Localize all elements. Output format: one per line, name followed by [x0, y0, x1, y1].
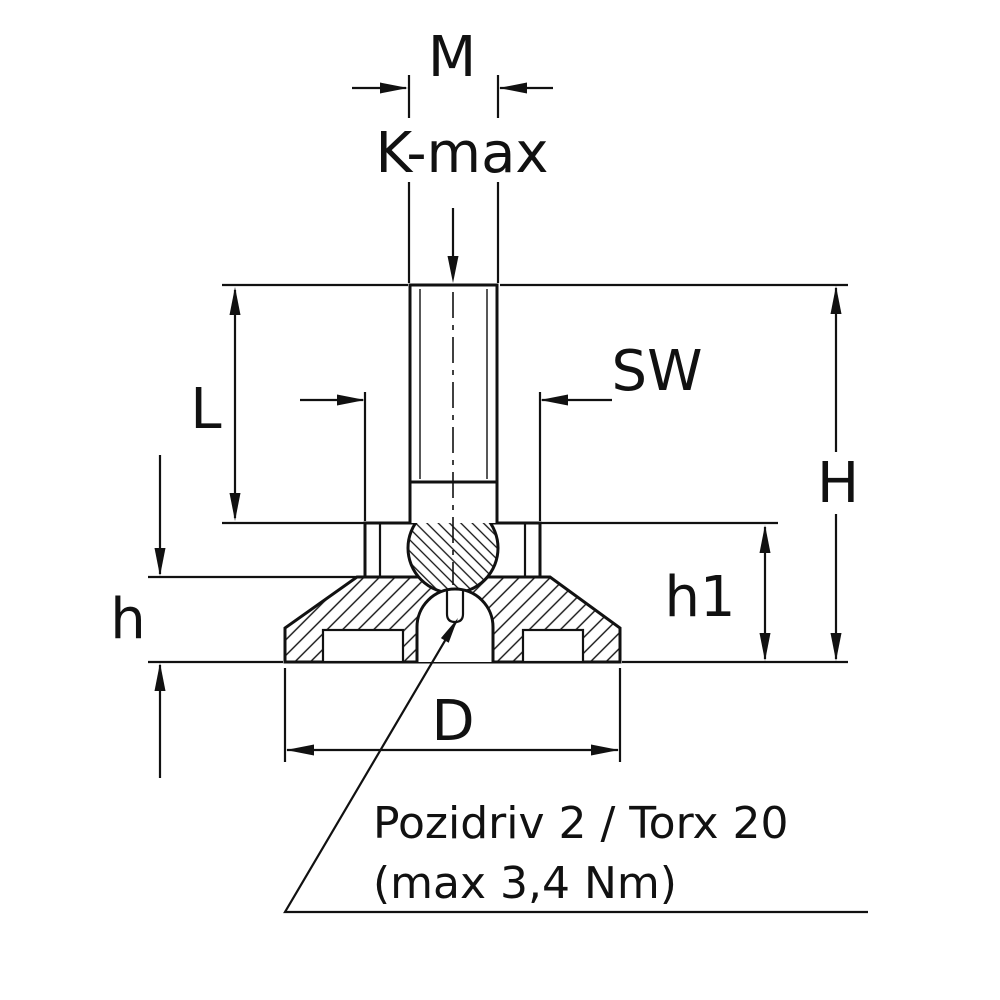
foot-body [283, 283, 622, 664]
arrowhead [830, 633, 842, 661]
leader-note: Pozidriv 2 / Torx 20 (max 3,4 Nm) [283, 618, 868, 914]
arrowhead [154, 663, 166, 691]
label-k-max: K-max [375, 121, 548, 186]
label-mask [812, 452, 864, 514]
label-sw: SW [612, 339, 703, 404]
dimension-h-small [148, 455, 357, 778]
note-line-2: (max 3,4 Nm) [373, 858, 677, 909]
label-mask [356, 118, 568, 182]
dimension-labels: M K-max SW L H h1 h D [110, 25, 864, 754]
dimension-h1 [759, 525, 771, 661]
arrowhead [591, 744, 619, 756]
drive-slot [445, 591, 465, 624]
label-m: M [428, 25, 476, 90]
arrowhead [286, 744, 314, 756]
dimension-sw [300, 392, 612, 521]
bottom-notch-left [321, 628, 405, 664]
label-l: L [190, 377, 221, 442]
bottom-notch-right [521, 628, 585, 664]
arrowhead [229, 287, 241, 315]
arrowhead [499, 82, 527, 94]
note-line-1: Pozidriv 2 / Torx 20 [373, 798, 789, 849]
dimension-l [222, 283, 408, 521]
arrowhead [440, 618, 458, 643]
arrowhead [229, 493, 241, 521]
arrowhead [154, 548, 166, 576]
arrowhead [380, 82, 408, 94]
arrowhead [830, 286, 842, 314]
label-h: H [817, 451, 859, 516]
label-d: D [431, 689, 474, 754]
label-h-small: h [110, 587, 146, 652]
arrowhead [759, 525, 771, 553]
arrowhead [540, 394, 568, 406]
leader-line [283, 621, 868, 914]
dimension-d [283, 668, 622, 762]
arrowhead [447, 256, 459, 283]
arrowhead [759, 633, 771, 661]
dimension-k-max [447, 208, 459, 283]
arrowhead [337, 394, 365, 406]
label-h1: h1 [664, 565, 735, 630]
